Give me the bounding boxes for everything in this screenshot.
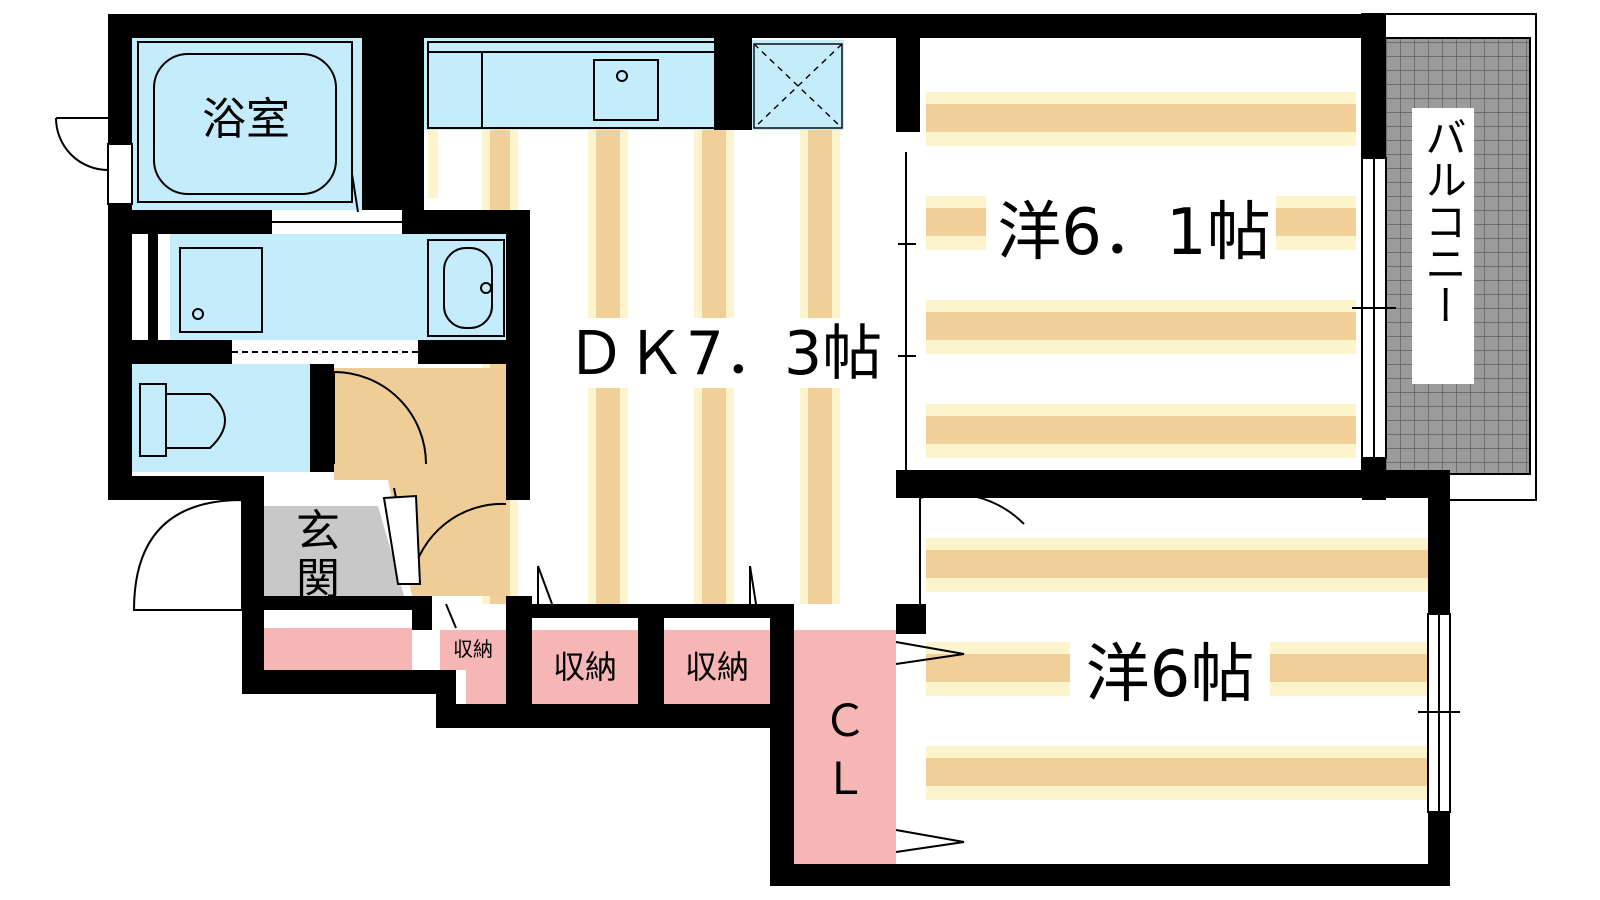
small-storage-label: 収納 — [453, 637, 493, 661]
kitchen-sink — [427, 41, 719, 129]
fridge-space — [752, 40, 844, 130]
walls — [108, 14, 1450, 886]
dk-floor — [428, 128, 906, 604]
western2-floor — [926, 498, 1428, 864]
storage-label-2: 収納 — [685, 648, 749, 686]
closet-label-top: Ｃ — [823, 696, 867, 747]
hall-floor — [334, 368, 506, 596]
western2-label: 洋6帖 — [1086, 638, 1255, 712]
bathroom-area — [132, 38, 362, 210]
kitchen-counter — [424, 38, 722, 130]
bath-label: 浴室 — [202, 94, 290, 145]
washbasin — [179, 239, 505, 337]
dk-label: ＤＫ7．3帖 — [566, 319, 882, 389]
entrance-label-top: 玄 — [296, 506, 340, 557]
closet — [794, 630, 896, 864]
storage-unit-1 — [532, 630, 638, 704]
small-storage — [440, 630, 506, 704]
toilet-area — [132, 364, 310, 472]
windows — [1352, 157, 1460, 813]
fridge-mark — [753, 43, 843, 129]
balcony-label: バルコニー — [1419, 116, 1468, 326]
storage-label-1: 収納 — [553, 648, 617, 686]
balcony — [1361, 13, 1537, 501]
western1-label: 洋6．1帖 — [997, 196, 1270, 270]
toilet — [139, 383, 226, 457]
western1-floor — [926, 38, 1356, 470]
entrance-label-bottom: 関 — [296, 554, 340, 605]
entrance-floor — [264, 506, 404, 596]
doors — [55, 117, 1025, 853]
shoe-storage — [264, 628, 412, 670]
storage-unit-2 — [664, 630, 770, 704]
bathtub — [137, 41, 353, 203]
closet-label-bottom: Ｌ — [823, 754, 867, 805]
